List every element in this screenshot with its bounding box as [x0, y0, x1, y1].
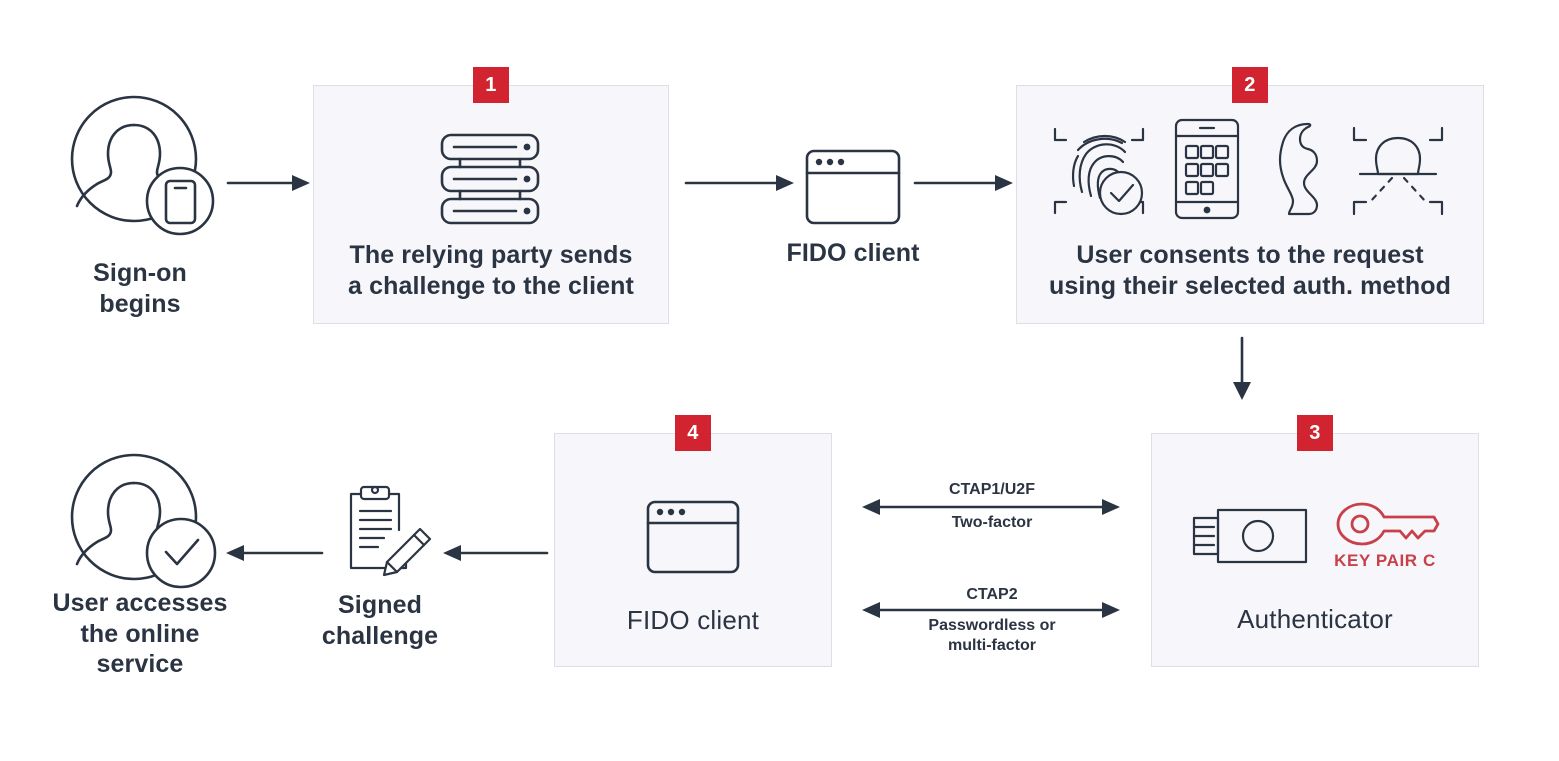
step-4-badge: 4	[675, 415, 711, 451]
arrow-ctap2-bidirectional	[862, 600, 1120, 620]
ctap2-label-top: CTAP2	[966, 586, 1018, 603]
browser-window-icon-bottom	[646, 500, 740, 574]
key-pair-label: KEY PAIR C	[1334, 551, 1436, 570]
arrow-signed-challenge-to-user	[226, 542, 324, 564]
usb-security-key-icon	[1192, 508, 1308, 564]
step-3-badge: 3	[1297, 415, 1333, 451]
arrow-signon-to-step1	[226, 170, 310, 196]
phone-handset-icon	[1272, 120, 1320, 218]
smartphone-keypad-icon	[1174, 118, 1240, 220]
clipboard-pencil-icon	[334, 483, 434, 577]
step-2-caption: User consents to the request using their…	[1049, 241, 1451, 300]
arrow-ctap1-bidirectional	[862, 497, 1120, 517]
face-scan-icon	[1348, 118, 1448, 218]
arrow-fidoclient-to-step2	[913, 170, 1013, 196]
user-check-icon	[62, 452, 222, 589]
server-stack-icon	[440, 133, 544, 225]
step-1-box	[313, 85, 669, 324]
step-4-caption: FIDO client	[626, 605, 760, 635]
user-with-phone-icon	[62, 92, 222, 236]
arrow-step1-to-fidoclient	[684, 170, 794, 196]
step-2-badge: 2	[1232, 67, 1268, 103]
key-icon	[1332, 500, 1440, 548]
signed-challenge-caption: Signed challenge	[321, 591, 439, 650]
ctap1-label-top: CTAP1/U2F	[949, 481, 1035, 498]
user-access-caption: User accesses the online service	[52, 589, 228, 678]
step-1-caption: The relying party sends a challenge to t…	[348, 241, 634, 300]
step-1-badge: 1	[473, 67, 509, 103]
signon-caption: Sign-on begins	[93, 259, 187, 318]
step-3-box	[1151, 433, 1479, 667]
ctap2-label-bottom: Passwordless or multi-factor	[928, 617, 1056, 654]
fingerprint-scan-icon	[1050, 118, 1148, 218]
step-3-caption: Authenticator	[1237, 604, 1393, 634]
step-4-box	[554, 433, 832, 667]
ctap1-label-bottom: Two-factor	[951, 514, 1033, 531]
arrow-step2-to-step3	[1228, 336, 1256, 400]
fido-client-top-caption: FIDO client	[786, 239, 920, 267]
arrow-step4-to-signed-challenge	[443, 542, 549, 564]
browser-window-icon-top	[805, 149, 901, 225]
